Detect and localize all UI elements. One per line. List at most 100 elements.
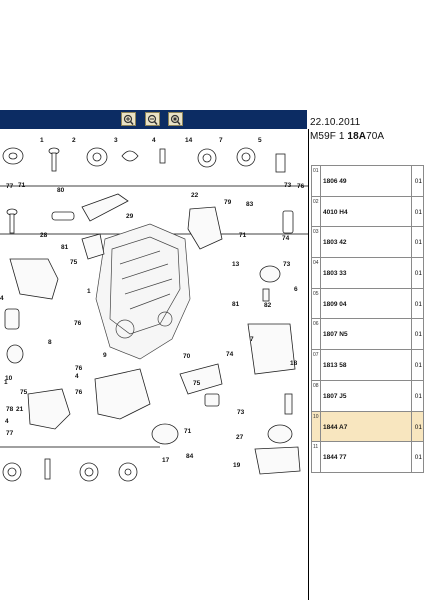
part-callout[interactable]: 19 — [233, 462, 241, 469]
part-callout[interactable]: 78 — [6, 406, 14, 413]
part-callout[interactable]: 1 — [87, 288, 91, 295]
parts-cell-quantity: 01 — [411, 441, 424, 473]
part-callout[interactable]: 74 — [226, 351, 234, 358]
part-callout[interactable]: 27 — [236, 434, 244, 441]
part-callout[interactable]: 4 — [75, 373, 79, 380]
parts-cell-reference: 1806 49 — [320, 165, 412, 197]
part-callout[interactable]: 17 — [162, 457, 170, 464]
parts-cell-reference: 1844 77 — [320, 441, 412, 473]
parts-cell-index: 05 — [311, 287, 321, 320]
part-callout[interactable]: 81 — [232, 301, 240, 308]
part-callout[interactable]: 75 — [70, 259, 78, 266]
parts-cell-quantity: 01 — [411, 226, 424, 259]
part-callout[interactable]: 71 — [184, 428, 192, 435]
part-callout[interactable]: 1 — [4, 379, 8, 386]
catalog-label: 1 — [40, 137, 44, 144]
parts-cell-index: 03 — [311, 226, 321, 259]
part-callout[interactable]: 76 — [74, 320, 82, 327]
part-callout[interactable]: 10 — [5, 375, 13, 382]
parts-cell-index: 07 — [311, 349, 321, 381]
catalog-date: 22.10.2011 — [310, 117, 361, 128]
model-suffix: 70A — [366, 131, 385, 142]
model-bold: 18A — [347, 131, 367, 142]
model-code: M59F 1 18A70A — [310, 131, 384, 142]
catalog-label: 76 — [297, 183, 305, 190]
parts-cell-quantity: 01 — [411, 410, 424, 443]
parts-cell-quantity: 01 — [411, 349, 424, 381]
part-callout[interactable]: 76 — [75, 365, 83, 372]
part-callout[interactable]: 80 — [57, 187, 65, 194]
part-callout[interactable]: 81 — [61, 244, 69, 251]
parts-cell-reference: 1807 J5 — [320, 379, 412, 412]
zoom-in-button[interactable] — [121, 112, 136, 126]
parts-cell-quantity: 01 — [411, 287, 424, 320]
catalog-label: 3 — [114, 137, 118, 144]
part-callout[interactable]: 70 — [183, 353, 191, 360]
part-callout[interactable]: 18 — [290, 360, 298, 367]
part-callout[interactable]: 7 — [250, 336, 254, 343]
part-callout[interactable]: 13 — [232, 261, 240, 268]
part-callout[interactable]: 4 — [5, 418, 9, 425]
catalog-label: 14 — [185, 137, 193, 144]
zoom-out-icon — [147, 114, 158, 125]
zoom-fit-button[interactable] — [168, 112, 183, 126]
part-callout[interactable]: 21 — [16, 406, 24, 413]
diagram-frame — [0, 129, 309, 600]
parts-cell-index: 04 — [311, 257, 321, 289]
part-callout[interactable]: 82 — [264, 302, 272, 309]
parts-cell-index: 08 — [311, 379, 321, 412]
zoom-in-icon — [123, 114, 134, 125]
part-callout[interactable]: 77 — [6, 430, 14, 437]
part-callout[interactable]: 76 — [75, 389, 83, 396]
catalog-label: 2 — [72, 137, 76, 144]
catalog-bottom-row — [0, 446, 160, 482]
parts-cell-reference: 1809 04 — [320, 287, 412, 320]
part-callout[interactable]: 9 — [103, 352, 107, 359]
part-callout[interactable]: 74 — [282, 235, 290, 242]
parts-cell-index: 11 — [311, 441, 321, 473]
part-callout[interactable]: 73 — [237, 409, 245, 416]
part-callout[interactable]: 75 — [20, 389, 28, 396]
part-callout[interactable]: 84 — [186, 453, 194, 460]
parts-cell-quantity: 01 — [411, 379, 424, 412]
part-callout[interactable]: 28 — [40, 232, 48, 239]
parts-cell-quantity: 01 — [411, 257, 424, 289]
parts-cell-index: 06 — [311, 318, 321, 351]
parts-cell-quantity: 01 — [411, 165, 424, 197]
part-callout[interactable]: 8 — [48, 339, 52, 346]
part-callout[interactable]: 29 — [126, 213, 134, 220]
mount-parts — [4, 193, 301, 475]
parts-cell-index: 01 — [311, 165, 321, 197]
parts-cell-reference: 1803 42 — [320, 226, 412, 259]
part-callout[interactable]: 22 — [191, 192, 199, 199]
part-callout[interactable]: 6 — [294, 286, 298, 293]
part-callout[interactable]: 75 — [193, 380, 201, 387]
part-callout[interactable]: 79 — [224, 199, 232, 206]
parts-cell-reference: 1807 N5 — [320, 318, 412, 351]
part-callout[interactable]: 73 — [283, 261, 291, 268]
zoom-out-button[interactable] — [145, 112, 160, 126]
parts-cell-index: 02 — [311, 195, 321, 228]
diagram-toolbar — [0, 110, 307, 129]
part-callout[interactable]: 71 — [239, 232, 247, 239]
catalog-label: 4 — [152, 137, 156, 144]
part-callout[interactable]: 4 — [0, 295, 4, 302]
catalog-label: 73 — [284, 182, 292, 189]
catalog-label: 7 — [219, 137, 223, 144]
part-callout[interactable]: 83 — [246, 201, 254, 208]
parts-cell-reference: 1813 58 — [320, 349, 412, 381]
